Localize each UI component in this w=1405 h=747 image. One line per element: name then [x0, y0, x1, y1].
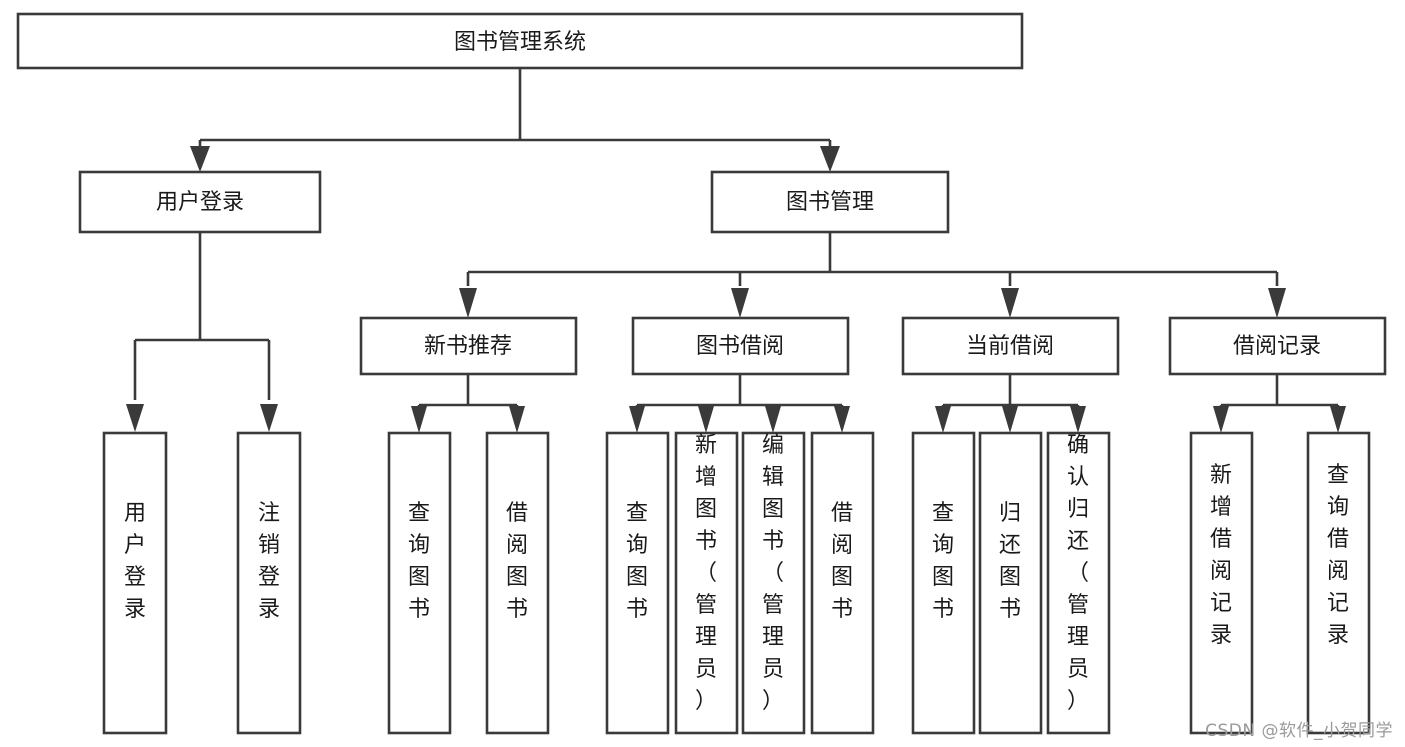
node-current-borrow[interactable]: 当前借阅 — [901, 316, 1120, 376]
node-book-manage[interactable]: 图书管理 — [710, 170, 950, 234]
node-current-borrow-box[interactable] — [901, 316, 1120, 376]
node-book-borrow-label: 图书借阅 — [696, 334, 784, 359]
arrow-head-borrow-record — [1268, 288, 1286, 318]
node-user-login-box[interactable] — [78, 170, 322, 234]
leaf-record-query-record-label: 查询借阅记录 — [1327, 463, 1349, 648]
leaf-borrow-add-book[interactable]: 新增图书（管理员） — [674, 431, 739, 735]
leaf-record-add-record-box[interactable] — [1189, 431, 1254, 735]
node-book-manage-box[interactable] — [710, 170, 950, 234]
leaf-borrow-query-book[interactable]: 查询图书 — [605, 431, 670, 735]
leaf-recommend-query-book[interactable]: 查询图书 — [387, 431, 452, 735]
arrow-head-borrow-query-book — [629, 406, 645, 433]
leaf-record-query-record-box[interactable] — [1306, 431, 1371, 735]
arrow-head-recommend-query-book — [411, 406, 427, 433]
arrow-head-book-borrow — [731, 288, 749, 318]
leaf-user-login[interactable]: 用户登录 — [102, 431, 168, 735]
node-current-borrow-label: 当前借阅 — [966, 334, 1054, 359]
leaf-recommend-borrow-book-box[interactable] — [485, 431, 550, 735]
leaf-record-add-record-label: 新增借阅记录 — [1210, 463, 1232, 648]
node-borrow-record-box[interactable] — [1168, 316, 1387, 376]
leaf-logout[interactable]: 注销登录 — [236, 431, 302, 735]
node-user-login[interactable]: 用户登录 — [78, 170, 322, 234]
arrow-head-borrow-add-book — [698, 406, 714, 433]
arrow-head-borrow-edit-book — [765, 406, 781, 433]
node-new-book-recommend-box[interactable] — [359, 316, 578, 376]
leaf-borrow-query-book-label: 查询图书 — [626, 501, 648, 622]
arrow-head-new-book-recommend — [459, 288, 477, 318]
arrow-head-borrow-borrow-book — [834, 406, 850, 433]
arrow-head-current-confirm-return — [1070, 406, 1086, 433]
leaf-recommend-borrow-book[interactable]: 借阅图书 — [485, 431, 550, 735]
leaf-borrow-edit-book-box[interactable] — [741, 431, 806, 735]
leaf-current-query-book-box[interactable] — [911, 431, 976, 735]
node-new-book-recommend[interactable]: 新书推荐 — [359, 316, 578, 376]
leaf-current-confirm-return-label: 确认归还（管理员） — [1067, 433, 1089, 714]
leaf-recommend-query-book-label: 查询图书 — [408, 501, 430, 622]
node-root-label: 图书管理系统 — [454, 30, 586, 55]
leaf-borrow-borrow-book-label: 借阅图书 — [831, 501, 853, 622]
arrow-head-current-query-book — [935, 406, 951, 433]
leaf-user-login-box[interactable] — [102, 431, 168, 735]
leaf-record-query-record[interactable]: 查询借阅记录 — [1306, 431, 1371, 735]
leaf-borrow-edit-book[interactable]: 编辑图书（管理员） — [741, 431, 806, 735]
leaf-current-return-book-box[interactable] — [978, 431, 1043, 735]
leaf-current-confirm-return[interactable]: 确认归还（管理员） — [1046, 431, 1111, 735]
leaf-record-add-record[interactable]: 新增借阅记录 — [1189, 431, 1254, 735]
arrow-head-book-manage — [820, 146, 840, 172]
arrow-head-user-login — [190, 146, 210, 172]
leaf-current-query-book-label: 查询图书 — [932, 501, 954, 622]
node-book-manage-label: 图书管理 — [786, 190, 874, 215]
arrow-head-recommend-borrow-book — [509, 406, 525, 433]
arrow-head-current-return-book — [1002, 406, 1018, 433]
leaf-borrow-borrow-book-box[interactable] — [810, 431, 875, 735]
leaf-recommend-query-book-box[interactable] — [387, 431, 452, 735]
node-root[interactable]: 图书管理系统 — [16, 12, 1024, 70]
connector-layer — [126, 68, 1346, 433]
leaf-logout-box[interactable] — [236, 431, 302, 735]
arrow-head-record-add-record — [1213, 406, 1229, 433]
leaf-logout-label: 注销登录 — [258, 501, 280, 622]
leaf-current-confirm-return-box[interactable] — [1046, 431, 1111, 735]
arrow-head-leaf-user-login — [126, 404, 144, 432]
leaf-current-query-book[interactable]: 查询图书 — [911, 431, 976, 735]
node-book-borrow-box[interactable] — [631, 316, 850, 376]
leaf-current-return-book-label: 归还图书 — [999, 501, 1021, 622]
arrow-head-leaf-logout — [260, 404, 278, 432]
node-root-box[interactable] — [16, 12, 1024, 70]
leaf-borrow-add-book-box[interactable] — [674, 431, 739, 735]
leaf-borrow-add-book-label: 新增图书（管理员） — [695, 433, 717, 714]
node-borrow-record-label: 借阅记录 — [1233, 334, 1321, 359]
leaf-recommend-borrow-book-label: 借阅图书 — [506, 501, 528, 622]
leaf-borrow-edit-book-label: 编辑图书（管理员） — [762, 433, 784, 714]
arrow-head-current-borrow — [1001, 288, 1019, 318]
node-new-book-recommend-label: 新书推荐 — [424, 334, 512, 359]
node-borrow-record[interactable]: 借阅记录 — [1168, 316, 1387, 376]
leaf-borrow-borrow-book[interactable]: 借阅图书 — [810, 431, 875, 735]
leaf-user-login-label: 用户登录 — [124, 501, 146, 622]
node-user-login-label: 用户登录 — [156, 190, 244, 215]
leaf-current-return-book[interactable]: 归还图书 — [978, 431, 1043, 735]
arrow-head-record-query-record — [1330, 406, 1346, 433]
leaf-borrow-query-book-box[interactable] — [605, 431, 670, 735]
node-book-borrow[interactable]: 图书借阅 — [631, 316, 850, 376]
